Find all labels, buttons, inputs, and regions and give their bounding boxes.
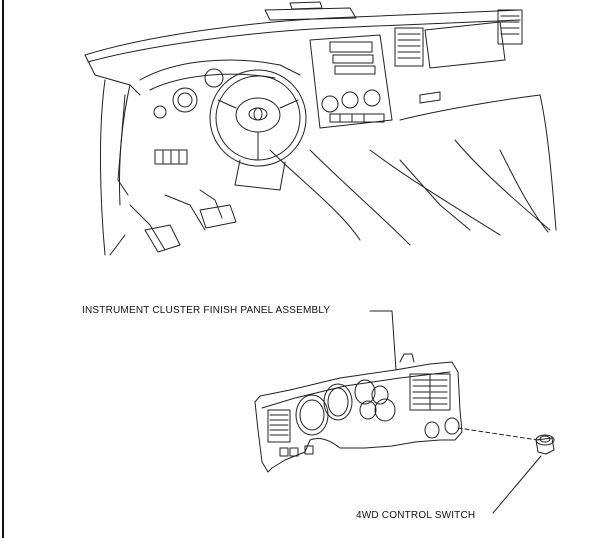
- finish-panel-assembly-illustration: [254, 310, 463, 473]
- finish-panel-callout-label: INSTRUMENT CLUSTER FINISH PANEL ASSEMBLY: [82, 305, 331, 316]
- install-direction-line: [457, 427, 539, 441]
- page-left-border: [2, 0, 4, 538]
- dashboard-overview-illustration: [84, 1, 557, 256]
- 4wd-control-switch-illustration: [492, 434, 555, 514]
- 4wd-switch-callout-label: 4WD CONTROL SWITCH: [356, 510, 476, 521]
